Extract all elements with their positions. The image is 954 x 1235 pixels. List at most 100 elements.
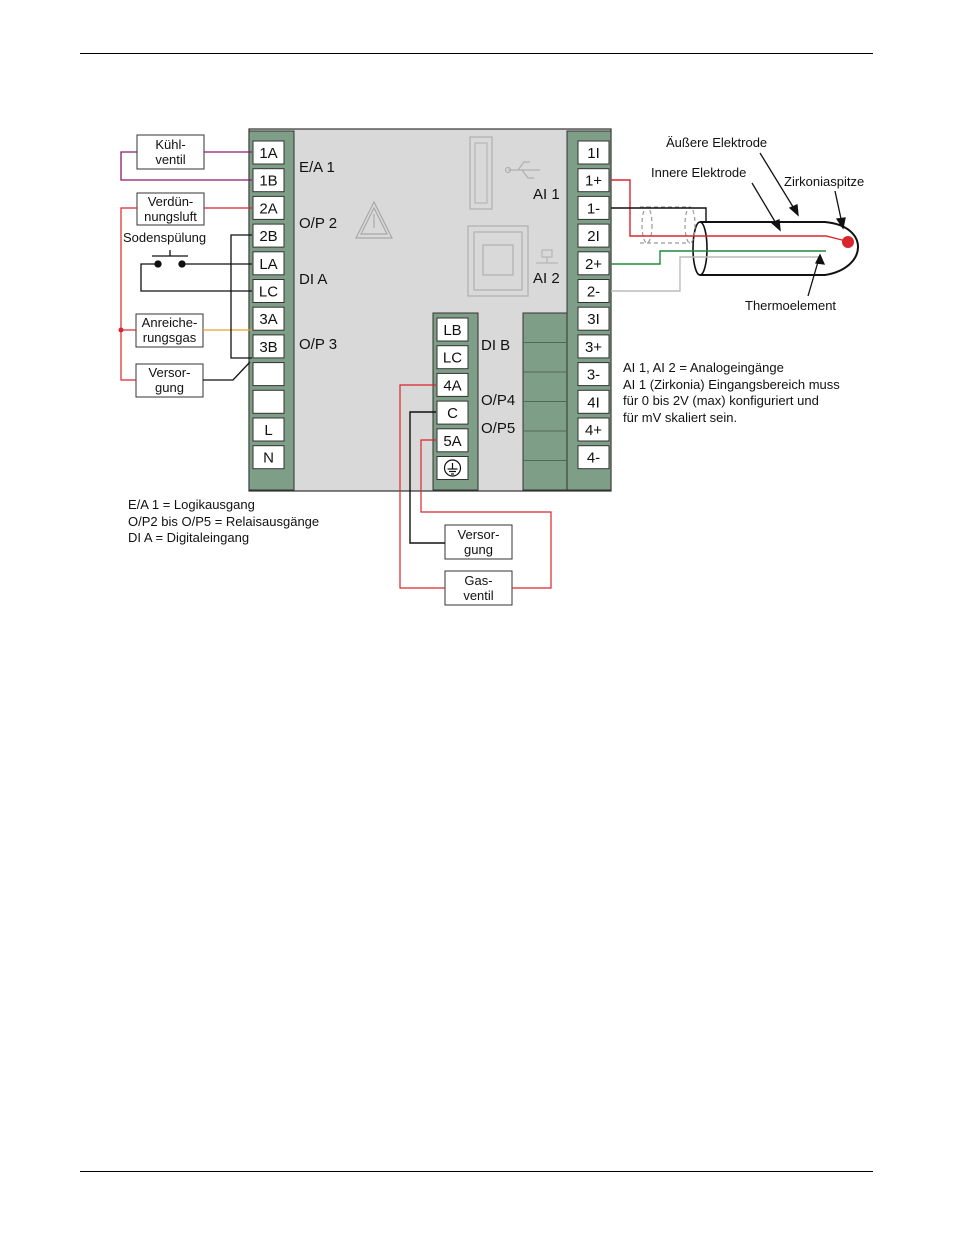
versorgung-bottom-line2: gung [464, 542, 493, 557]
right-terminal: 2I [577, 223, 610, 248]
kuehlventil-line2: ventil [155, 152, 185, 167]
notes-right: AI 1, AI 2 = Analogeingänge AI 1 (Zirkon… [623, 360, 840, 426]
right-terminal: 3+ [577, 334, 610, 359]
left-terminal: 1B [252, 168, 285, 193]
gasventil-line2: ventil [463, 588, 493, 603]
verduennungsluft-box: Verdün- nungsluft [136, 192, 205, 226]
label-thermoelement: Thermoelement [745, 298, 836, 313]
left-terminal [252, 362, 285, 387]
zirconia-tip-dot [842, 236, 854, 248]
verduennungsluft-line1: Verdün- [148, 194, 194, 209]
left-terminal: 2A [252, 195, 285, 220]
right-terminal-label: 3+ [585, 339, 602, 356]
note-right-line: für mV skaliert sein. [623, 409, 738, 425]
mid-terminal-label: C [447, 405, 458, 422]
ground-icon [436, 456, 469, 480]
right-terminal-label: 1+ [585, 173, 602, 190]
note-right-line: für 0 bis 2V (max) konfiguriert und [623, 393, 819, 408]
verduennungsluft-line2: nungsluft [144, 209, 197, 224]
versorgung-left-box: Versor- gung [135, 363, 204, 398]
anreicherungsgas-line2: rungsgas [143, 330, 197, 345]
right-terminal-label: 1I [587, 145, 600, 162]
label-ai1: AI 1 [533, 186, 560, 203]
mid-terminal-label: LC [443, 350, 462, 367]
right-terminal-label: 2- [587, 284, 600, 301]
note-left-line: DI A = Digitaleingang [128, 530, 250, 545]
left-terminal: L [252, 417, 285, 442]
left-terminal: 2B [252, 223, 285, 248]
left-terminal-label: L [264, 422, 272, 439]
right-terminal: 1+ [577, 168, 610, 193]
label-aeussere-elektrode: Äußere Elektrode [666, 135, 767, 150]
mid-terminal-label: LB [443, 322, 461, 339]
left-terminal: N [252, 445, 285, 470]
right-terminal: 3I [577, 306, 610, 331]
left-terminal: 3B [252, 334, 285, 359]
mid-terminal: C [436, 400, 469, 425]
gasventil-box: Gas- ventil [444, 570, 513, 606]
right-terminal: 2- [577, 279, 610, 303]
wires-kuehlventil [120, 151, 252, 181]
left-terminal-label: LC [259, 284, 278, 301]
sodenspuelung-label: Sodenspülung [123, 230, 206, 245]
left-terminal-label: 2A [259, 200, 277, 217]
right-terminal: 4+ [577, 417, 610, 442]
right-terminal-label: 4I [587, 394, 600, 411]
zirconia-probe [640, 206, 859, 276]
right-terminal-label: 3I [587, 311, 600, 328]
left-terminal-label: 3A [259, 311, 277, 328]
label-ai2: AI 2 [533, 270, 560, 287]
mid-terminal-label: 4A [443, 377, 461, 394]
wires-sodenspuelung [140, 263, 252, 292]
label-op3: O/P 3 [299, 336, 337, 353]
mid-terminal: LB [436, 317, 469, 342]
network-icon [536, 249, 558, 264]
left-terminal-label: 1B [259, 173, 277, 190]
warning-triangle-icon [355, 200, 393, 239]
right-terminal-label: 2I [587, 228, 600, 245]
note-left-line: E/A 1 = Logikausgang [128, 497, 255, 512]
right-terminal-label: 2+ [585, 256, 602, 273]
right-terminal: 2+ [577, 251, 610, 276]
usb-icon [504, 161, 540, 179]
switch-symbol [152, 250, 188, 268]
versorgung-bottom-box: Versor- gung [444, 524, 513, 560]
right-terminal-label: 1- [587, 200, 600, 217]
right-terminal-label: 3- [587, 367, 600, 384]
ethernet-port-icon [467, 225, 529, 297]
note-right-line: AI 1 (Zirkonia) Eingangsbereich muss [623, 376, 840, 392]
note-right-line: AI 1, AI 2 = Analogeingänge [623, 360, 784, 375]
right-terminal: 3- [577, 362, 610, 387]
top-rule [80, 53, 873, 54]
label-dib: DI B [481, 337, 510, 354]
anreicherungsgas-box: Anreiche- rungsgas [135, 313, 204, 348]
left-terminal: LC [252, 279, 285, 303]
label-ea1: E/A 1 [299, 159, 335, 176]
kuehlventil-box: Kühl- ventil [136, 134, 205, 170]
gasventil-line1: Gas- [464, 573, 492, 588]
left-terminal-label: N [263, 450, 274, 467]
usb-port-icon [469, 136, 493, 210]
right-terminal: 1- [577, 195, 610, 220]
label-op4: O/P4 [481, 392, 515, 409]
wires-verduennungsluft [120, 207, 252, 381]
note-left-line: O/P2 bis O/P5 = Relaisausgänge [128, 513, 320, 529]
label-zirkoniaspitze: Zirkoniaspitze [784, 174, 864, 189]
wiring-diagram: 1A1B2A2BLALC3A3BLN1I1+1-2I2+2-3I3+3-4I4+… [118, 128, 864, 606]
wires-op2-op3-link [203, 234, 252, 381]
mid-terminal: 5A [436, 428, 469, 453]
mid-terminal: 4A [436, 372, 469, 397]
left-terminal: LA [252, 251, 285, 276]
label-op2: O/P 2 [299, 215, 337, 232]
label-innere-elektrode: Innere Elektrode [651, 165, 746, 180]
right-terminal: 4- [577, 445, 610, 470]
anreicherungsgas-line1: Anreiche- [142, 315, 198, 330]
kuehlventil-line1: Kühl- [155, 137, 185, 152]
wires-op4-op5 [399, 384, 552, 589]
right-terminal: 4I [577, 389, 610, 414]
left-terminal [252, 389, 285, 414]
probe-wires [611, 179, 847, 292]
left-terminal: 3A [252, 306, 285, 331]
right-terminal-label: 4+ [585, 422, 602, 439]
right-terminal-label: 4- [587, 450, 600, 467]
